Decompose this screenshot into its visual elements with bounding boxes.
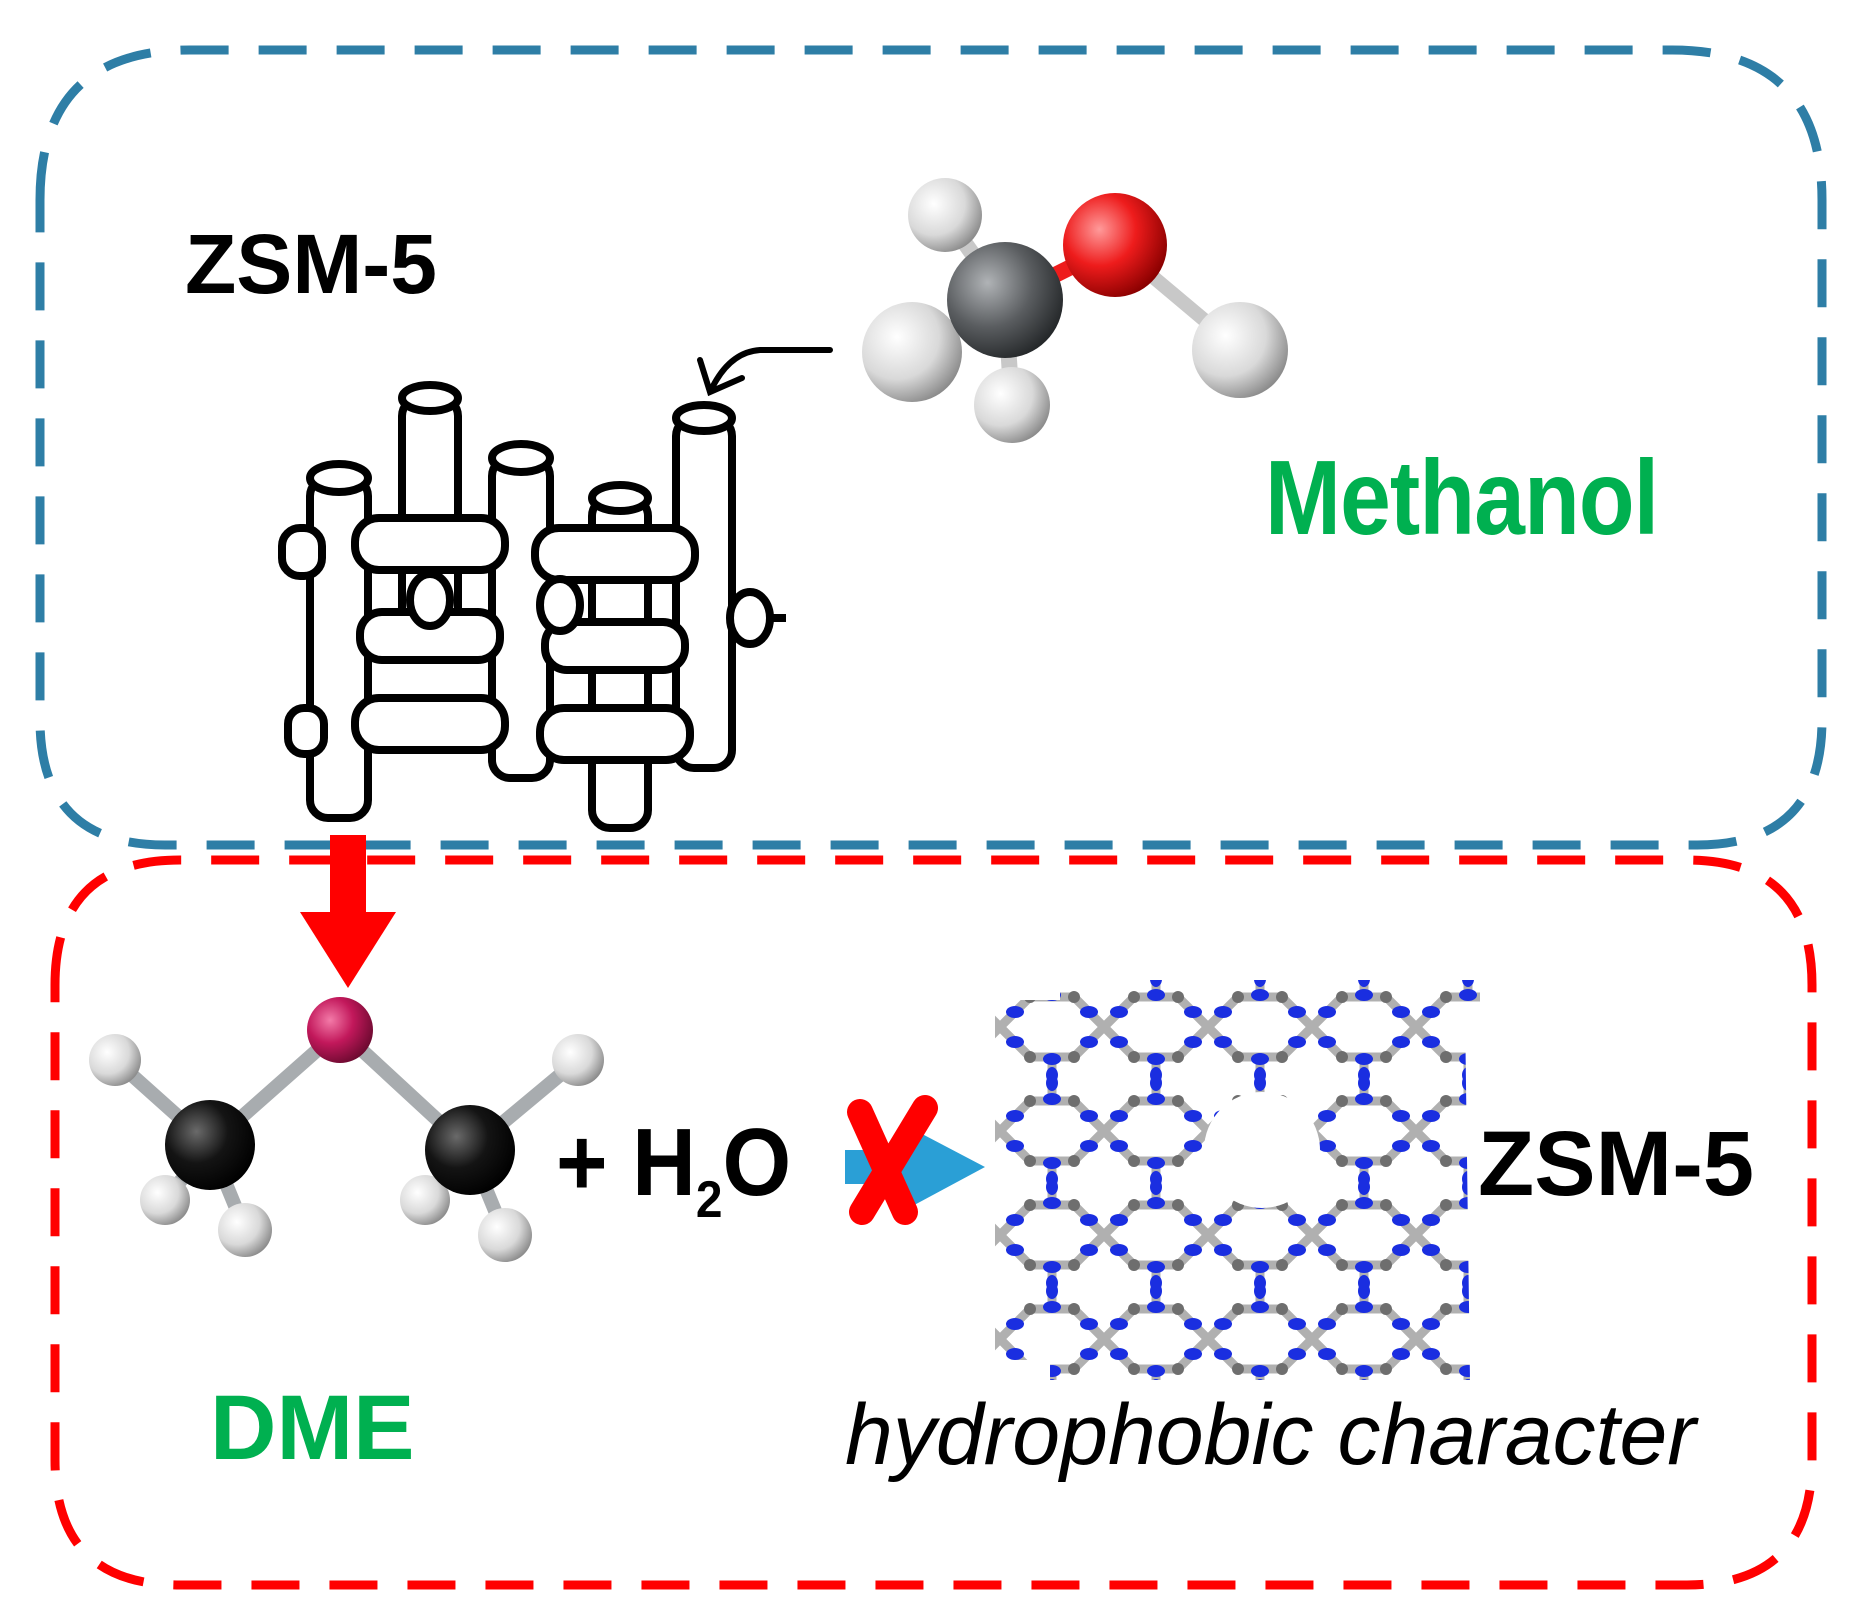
dme-molecule-icon [89,997,604,1262]
hydrophobic-character-label: hydrophobic character [845,1387,1696,1483]
top-stage-frame [35,45,1827,850]
blocked-water-arrow [845,1095,985,1225]
dme-label: DME [210,1377,415,1479]
water-subscript: 2 [695,1171,723,1229]
adsorption-arrow [697,347,833,397]
methanol-molecule-icon [862,178,1288,443]
reaction-arrow [300,835,396,988]
zsm5-bottom-label: ZSM-5 [1478,1113,1754,1215]
zsm5-channels-icon [278,381,786,832]
zsm5-top-label: ZSM-5 [185,217,437,311]
methanol-label: Methanol [1265,439,1659,557]
zsm5-framework-icon [990,970,1490,1390]
water-label: + H2O [556,1115,791,1227]
water-plus-h: + H [556,1109,696,1216]
bottom-stage-frame [50,855,1817,1590]
cross-icon [847,1095,938,1225]
water-o: O [722,1109,792,1216]
